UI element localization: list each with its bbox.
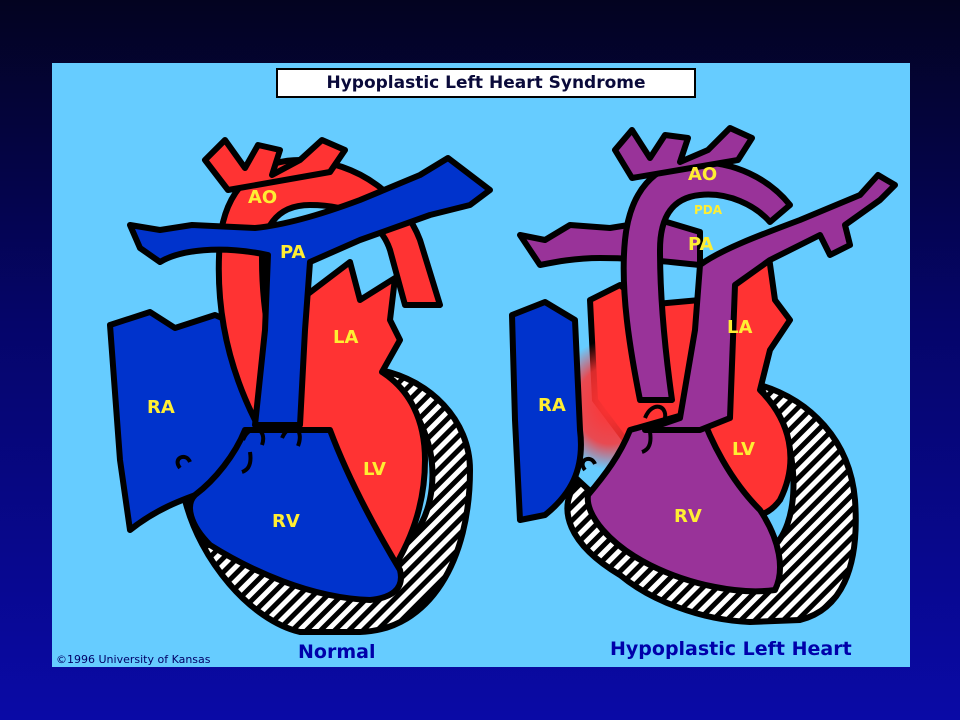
hlhs-caption: Hypoplastic Left Heart bbox=[610, 638, 852, 660]
hlhs-label-ao: AO bbox=[688, 164, 717, 185]
hlhs-heart bbox=[509, 125, 898, 626]
hlhs-label-pa: PA bbox=[688, 234, 714, 255]
normal-heart bbox=[107, 137, 493, 635]
normal-caption: Normal bbox=[298, 641, 375, 663]
hlhs-aorta bbox=[620, 158, 793, 403]
hlhs-label-lv: LV bbox=[732, 439, 755, 460]
normal-aorta-branches bbox=[202, 137, 348, 193]
hlhs-valves bbox=[580, 404, 668, 472]
normal-label-pa: PA bbox=[280, 242, 306, 263]
normal-label-ra: RA bbox=[147, 397, 175, 418]
diagram-title: Hypoplastic Left Heart Syndrome bbox=[276, 68, 696, 98]
hlhs-right-atrium bbox=[509, 299, 584, 523]
normal-label-rv: RV bbox=[272, 511, 300, 532]
hlhs-label-la: LA bbox=[727, 317, 752, 338]
hlhs-label-pda: PDA bbox=[694, 203, 723, 217]
hlhs-label-rv: RV bbox=[674, 506, 702, 527]
normal-pulmonary-artery bbox=[127, 155, 493, 428]
normal-valves bbox=[175, 425, 302, 474]
normal-label-la: LA bbox=[333, 327, 358, 348]
normal-label-ao: AO bbox=[248, 187, 277, 208]
hlhs-aorta-branches bbox=[612, 125, 755, 181]
hlhs-ductus bbox=[517, 217, 703, 268]
hlhs-right-ventricle bbox=[584, 407, 783, 595]
copyright-text: ©1996 University of Kansas bbox=[56, 653, 211, 666]
normal-label-lv: LV bbox=[363, 459, 386, 480]
hlhs-label-ra: RA bbox=[538, 395, 566, 416]
hlhs-pulmonary-artery bbox=[642, 172, 898, 433]
